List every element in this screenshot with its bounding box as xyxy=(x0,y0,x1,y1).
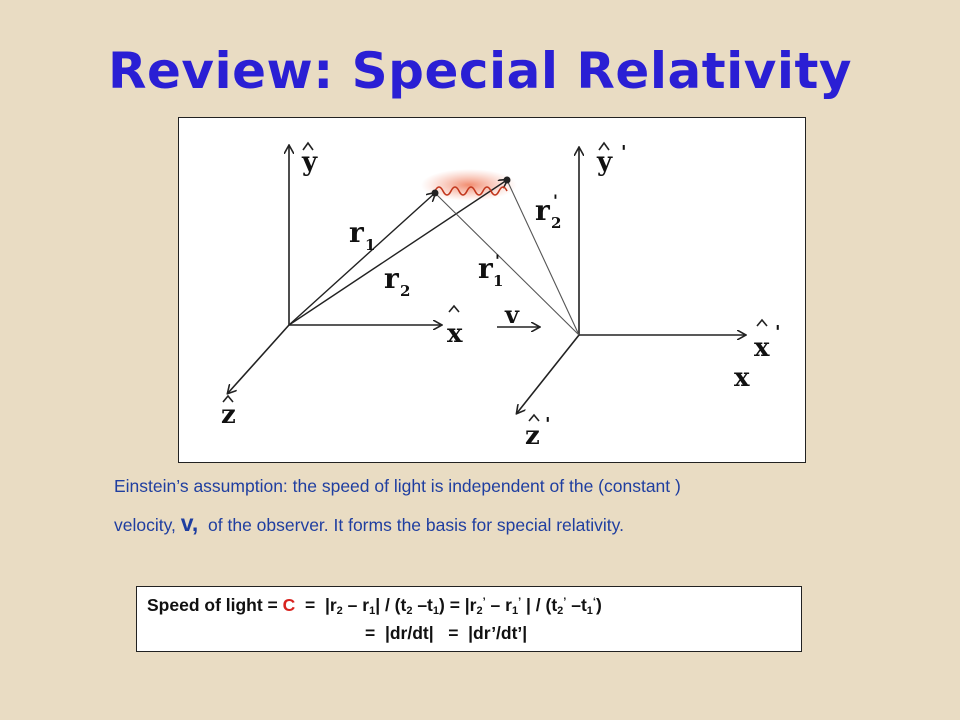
description-line-2: velocity, v, of the observer. It forms t… xyxy=(114,510,854,537)
formula-c: C xyxy=(282,595,296,615)
description-text-2a: velocity, xyxy=(114,515,176,535)
label-r1-sub: 1 xyxy=(365,236,375,254)
z-prime-axis xyxy=(517,334,580,413)
formula-part: ) xyxy=(595,595,602,615)
label-x: x xyxy=(447,319,463,349)
velocity-symbol: v, xyxy=(180,510,199,536)
formula-part: ) = |r xyxy=(439,595,477,615)
light-wave xyxy=(434,186,508,196)
r1-prime-vector xyxy=(434,192,580,336)
formula-part: – r xyxy=(485,595,512,615)
formula-part: –t xyxy=(566,595,587,615)
formula-label: Speed of light = xyxy=(147,595,283,615)
formula-line-1: Speed of light = C = |r2 – r1| / (t2 –t1… xyxy=(147,595,602,617)
description-line-1: Einstein’s assumption: the speed of ligh… xyxy=(114,476,854,497)
label-r2-prime-mark: ' xyxy=(553,191,558,210)
slide-title: Review: Special Relativity xyxy=(108,42,852,100)
formula-part: –t xyxy=(412,595,433,615)
reference-frames-diagram: y y ' x x ' x z z ' v r 1 r 2 r ' 1 r ' … xyxy=(178,117,806,463)
label-y-prime: y xyxy=(596,147,613,177)
label-z-prime-mark: ' xyxy=(545,414,551,435)
formula-sup: ’ xyxy=(563,596,567,608)
speed-of-light-formula-box: Speed of light = C = |r2 – r1| / (t2 –t1… xyxy=(136,586,802,652)
label-x-prime: x xyxy=(754,333,770,363)
event-point-1 xyxy=(431,189,439,197)
formula-sup: ‘ xyxy=(592,596,596,608)
label-r2-prime: r xyxy=(535,194,551,227)
formula-line-2: = |dr/dt| = |dr’/dt’| xyxy=(365,623,528,643)
formula-sub: 2 xyxy=(336,605,343,617)
event-point-2 xyxy=(503,176,511,184)
description-text-1: Einstein’s assumption: the speed of ligh… xyxy=(114,476,681,496)
label-r1-prime-sub: 1 xyxy=(493,272,503,290)
label-r2-prime-sub: 2 xyxy=(551,214,561,232)
label-z-prime: z xyxy=(525,421,540,451)
description-text-2b: of the observer. It forms the basis for … xyxy=(208,515,624,535)
unit-vector-hats xyxy=(222,141,768,422)
label-x-lower: x xyxy=(734,363,750,393)
label-z: z xyxy=(221,400,236,430)
formula-sub: 2 xyxy=(476,605,483,617)
label-v: v xyxy=(504,300,520,329)
label-r1-prime-mark: ' xyxy=(495,251,500,270)
formula-sub: 2 xyxy=(557,605,564,617)
formula-part: – r xyxy=(342,595,370,615)
formula-sub: 1 xyxy=(586,605,593,617)
formula-part: | / (t xyxy=(521,595,558,615)
r2-prime-vector xyxy=(506,179,580,336)
formula-sub: 1 xyxy=(432,605,440,617)
formula-sub: 2 xyxy=(406,605,413,617)
label-y-prime-mark: ' xyxy=(621,142,627,163)
diagram-svg: y y ' x x ' x z z ' v r 1 r 2 r ' 1 r ' … xyxy=(221,141,781,451)
label-r2: r xyxy=(384,262,400,295)
formula-part: | / (t xyxy=(375,595,407,615)
formula-sub: 1 xyxy=(511,605,519,617)
label-y: y xyxy=(301,147,318,177)
formula-part: = |r xyxy=(295,595,337,615)
z-axis xyxy=(228,324,290,393)
formula-sup: ’ xyxy=(518,596,522,608)
label-x-prime-mark: ' xyxy=(775,322,781,343)
r1-vector xyxy=(288,193,435,326)
r2-vector xyxy=(288,180,507,326)
label-r1: r xyxy=(349,216,365,249)
formula-sub: 1 xyxy=(369,605,376,617)
formula-sup: ’ xyxy=(482,596,486,608)
label-r1-prime: r xyxy=(478,252,494,285)
label-r2-sub: 2 xyxy=(400,282,410,300)
